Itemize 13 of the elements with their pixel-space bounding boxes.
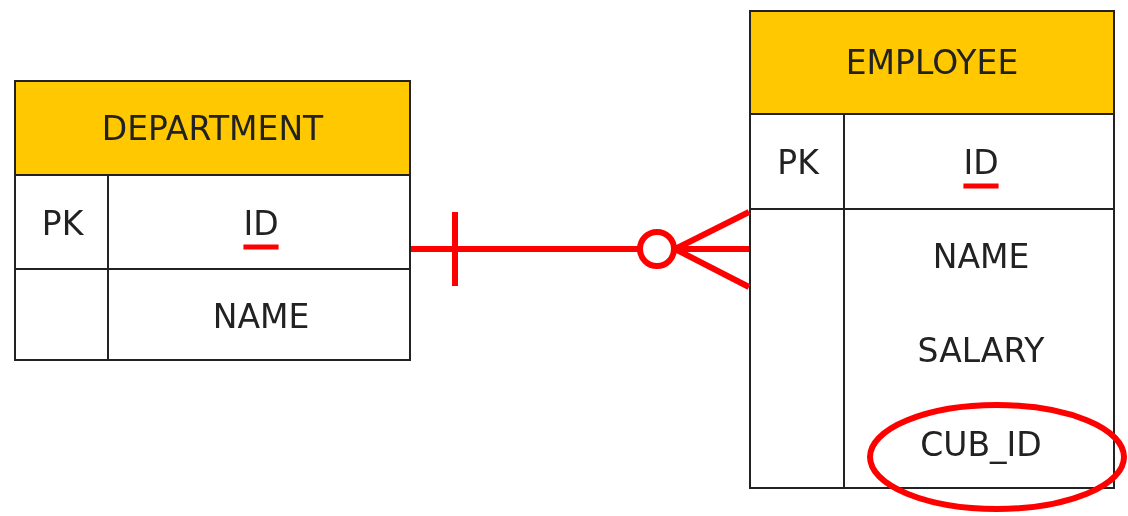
field-name: NAME <box>212 296 310 336</box>
primary-key-field: ID <box>243 203 279 242</box>
entity-table <box>14 80 411 361</box>
field-name: CUB_ID <box>920 424 1042 464</box>
field-name: NAME <box>932 236 1030 276</box>
table-header: DEPARTMENT <box>16 82 409 174</box>
key-marker: PK <box>41 203 84 242</box>
key-marker: PK <box>777 142 819 182</box>
field-name: SALARY <box>917 330 1045 370</box>
table-header: EMPLOYEE <box>751 12 1113 113</box>
entity-table <box>749 10 1115 489</box>
relationship-line <box>411 209 752 290</box>
primary-key-field: ID <box>963 142 999 182</box>
